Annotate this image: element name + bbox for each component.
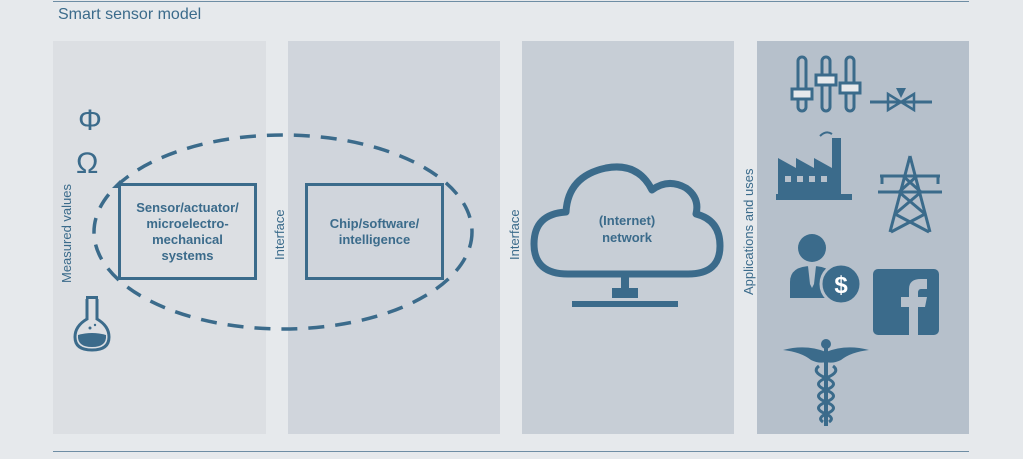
caduceus-icon: [783, 339, 869, 426]
factory-icon: [776, 131, 852, 200]
measured-values-panel: [53, 41, 266, 434]
diagram-title: Smart sensor model: [58, 6, 202, 23]
network-label: (Internet) network: [598, 213, 656, 245]
omega-symbol: Ω: [76, 147, 99, 180]
sensor-box-label: Sensor/actuator/ microelectro- mechanica…: [136, 199, 239, 263]
equalizer-icon: [790, 55, 862, 113]
flask-icon: [73, 296, 111, 352]
svg-text:$: $: [834, 272, 848, 299]
bottom-rule: [53, 451, 969, 452]
applications-panel: [757, 41, 969, 434]
valve-icon: [870, 88, 932, 113]
power-tower-icon: [878, 155, 942, 234]
finance-person-icon: $: [790, 234, 863, 306]
chip-box-label: Chip/software/ intelligence: [329, 215, 420, 247]
facebook-icon: [873, 269, 939, 335]
network-panel: [522, 41, 734, 434]
cloud-network-icon: [530, 163, 724, 307]
chip-box: Chip/software/ intelligence: [305, 183, 444, 280]
top-rule: [53, 1, 969, 2]
chip-panel: [288, 41, 500, 434]
sensor-box: Sensor/actuator/ microelectro- mechanica…: [118, 183, 257, 280]
phi-symbol: Φ: [78, 104, 102, 137]
